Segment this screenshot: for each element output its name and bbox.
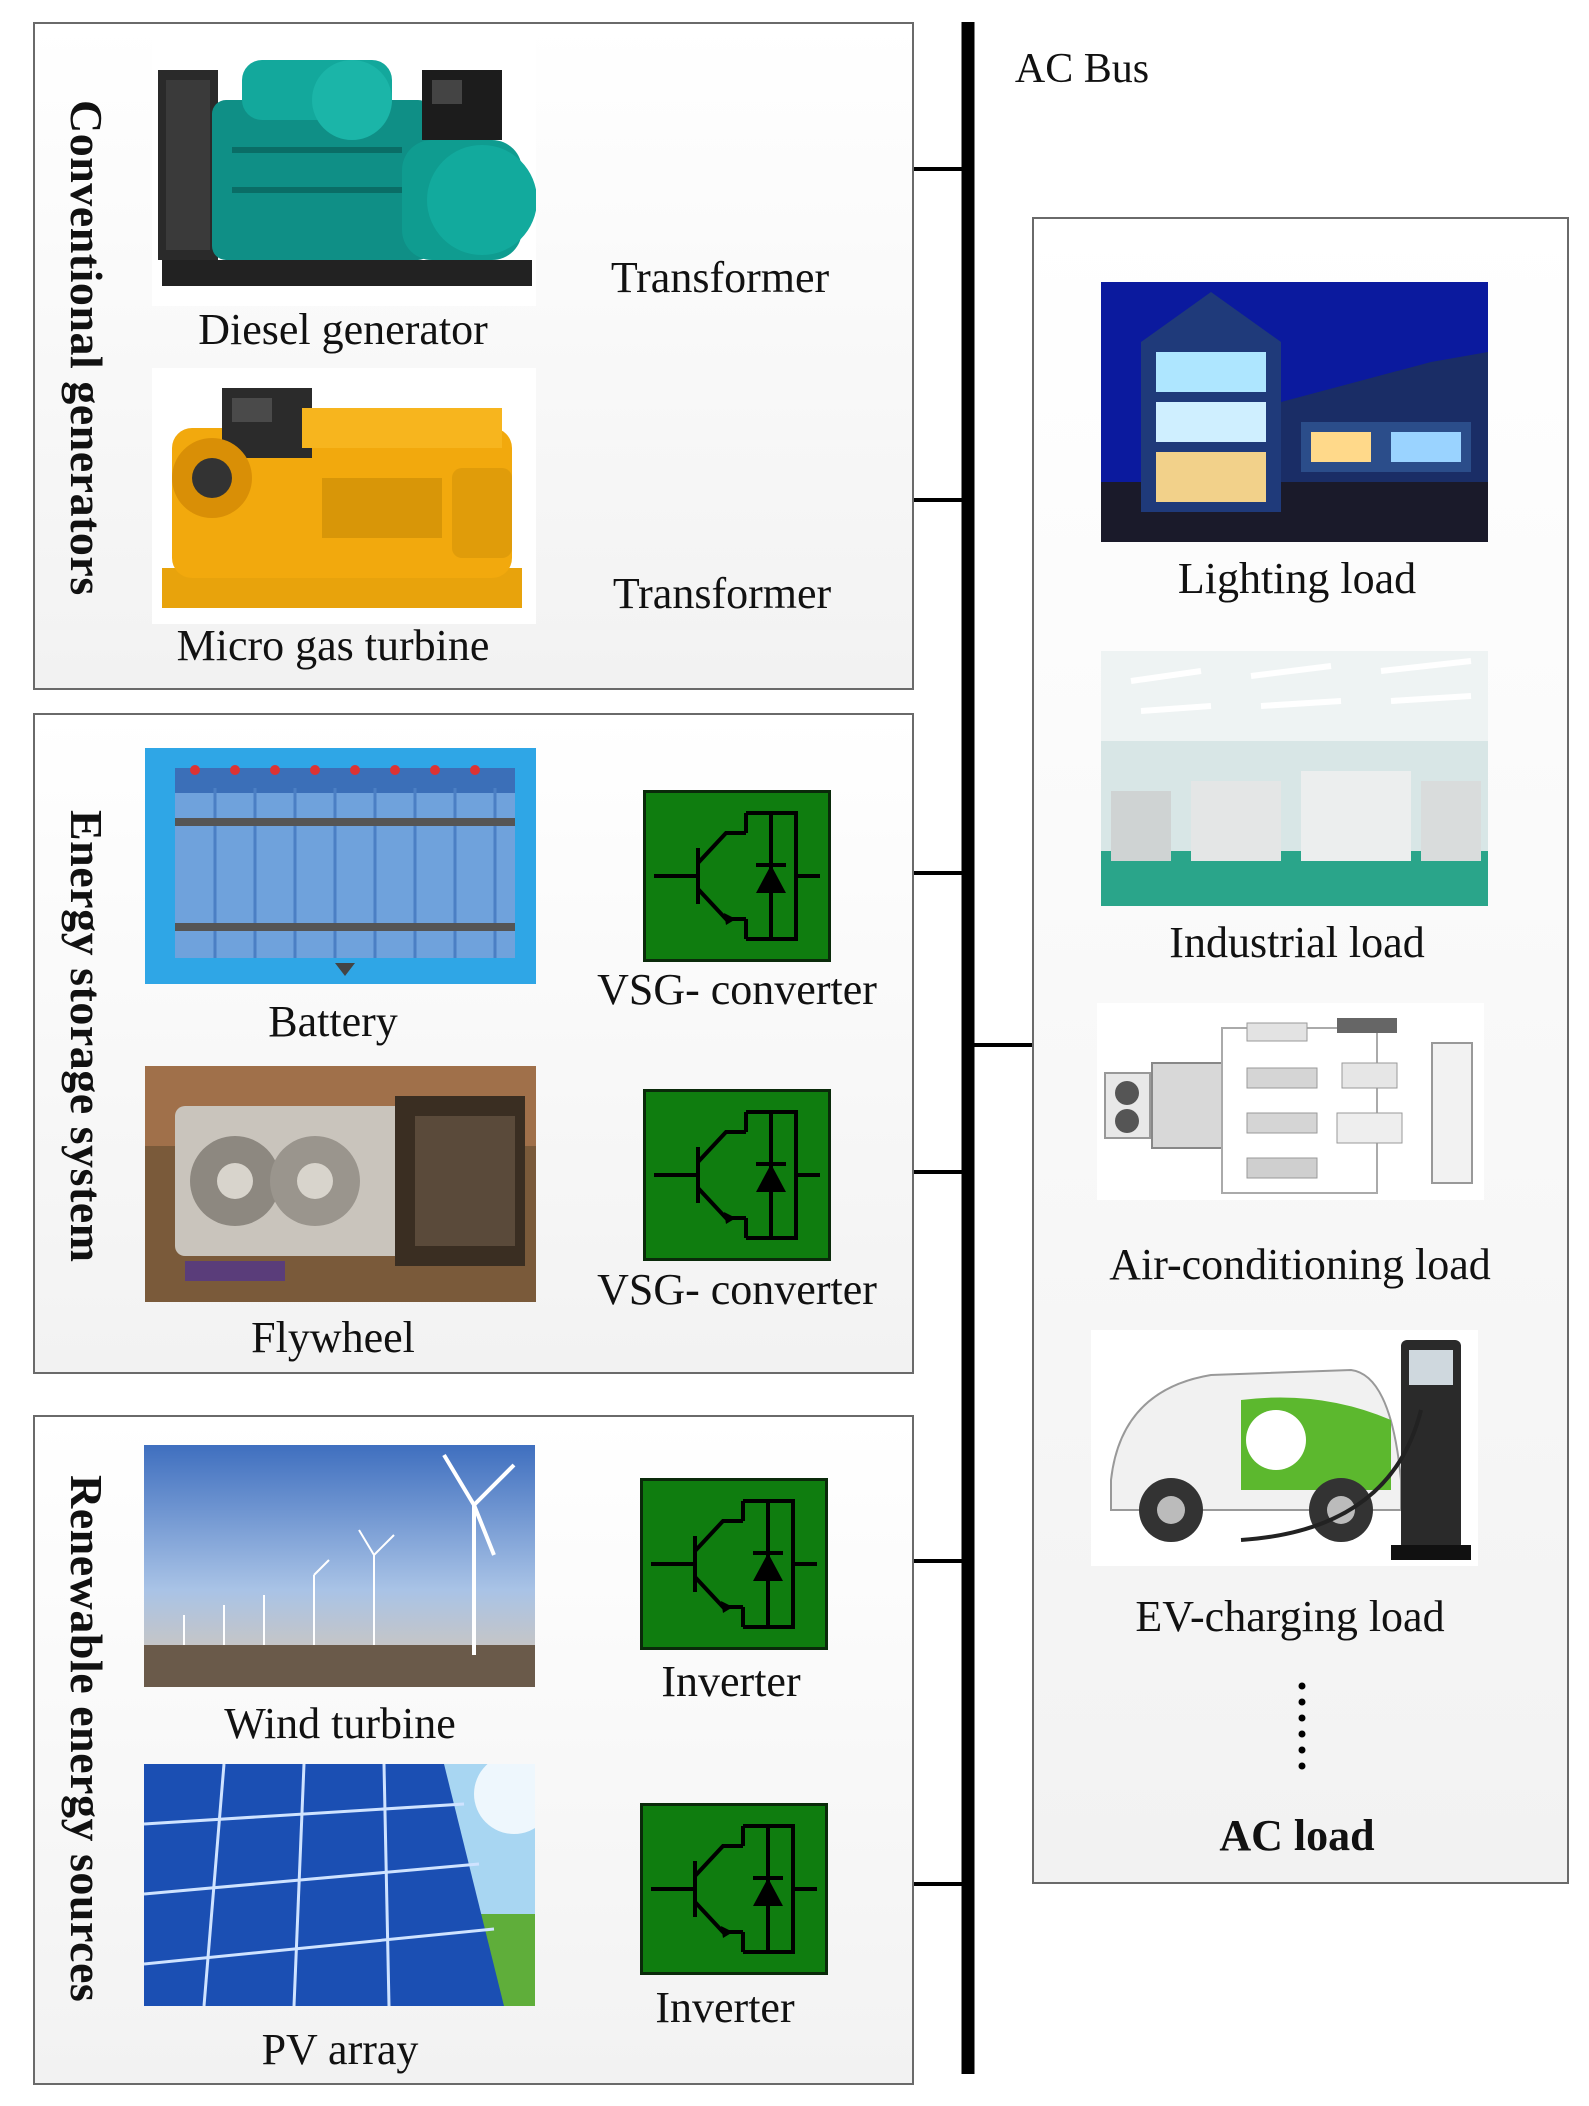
micro-gas-turbine-image	[152, 368, 536, 624]
micro-gas-turbine-label: Micro gas turbine	[176, 621, 490, 670]
ev-charging-load-image	[1091, 1330, 1478, 1566]
inverter-1-icon	[640, 1478, 828, 1650]
pv-array-image	[144, 1764, 535, 2006]
pv-array-label: PV array	[261, 2025, 419, 2074]
energy-storage-title: Energy storage system	[61, 810, 112, 1263]
diesel-generator-label: Diesel generator	[198, 305, 488, 354]
more-loads-ellipsis	[1298, 1682, 1306, 1770]
vsg-converter-2-label: VSG- converter	[597, 1265, 877, 1314]
wind-turbine-image	[144, 1445, 535, 1687]
ac-load-title: AC load	[1219, 1811, 1375, 1860]
transformer-2-label: Transformer	[612, 569, 832, 618]
flywheel-label: Flywheel	[251, 1313, 415, 1362]
ac-bus-label: AC Bus	[1014, 46, 1150, 92]
renewable-energy-title: Renewable energy sources	[61, 1475, 112, 2003]
inverter-2-label: Inverter	[655, 1983, 795, 2032]
inverter-1-label: Inverter	[661, 1657, 801, 1706]
wind-turbine-label: Wind turbine	[224, 1699, 456, 1748]
diesel-generator-image	[152, 30, 536, 306]
vsg-converter-1-label: VSG- converter	[597, 965, 877, 1014]
battery-label: Battery	[268, 997, 398, 1046]
air-conditioning-load-label: Air-conditioning load	[1109, 1240, 1491, 1289]
conventional-generators-title: Conventional generators	[61, 100, 112, 596]
vsg-converter-1-icon	[643, 790, 831, 962]
battery-image	[145, 748, 536, 984]
vsg-converter-2-icon	[643, 1089, 831, 1261]
flywheel-image	[145, 1066, 536, 1302]
air-conditioning-load-image	[1097, 1003, 1484, 1200]
lighting-load-label: Lighting load	[1177, 554, 1417, 603]
lighting-load-image	[1101, 282, 1488, 542]
industrial-load-image	[1101, 651, 1488, 906]
ev-charging-load-label: EV-charging load	[1135, 1592, 1445, 1641]
inverter-2-icon	[640, 1803, 828, 1975]
industrial-load-label: Industrial load	[1169, 918, 1425, 967]
transformer-1-label: Transformer	[610, 253, 830, 302]
